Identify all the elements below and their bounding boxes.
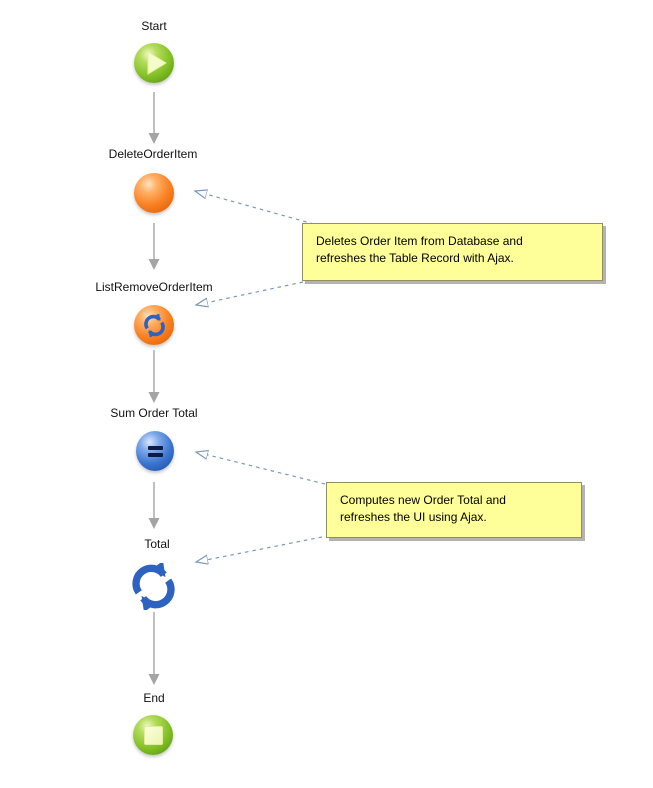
annotation-note-delete-line1: Deletes Order Item from Database and — [316, 234, 523, 248]
node-label-list-remove-order-item: ListRemoveOrderItem — [95, 280, 213, 294]
orange-sphere-icon[interactable] — [134, 173, 174, 213]
blue-refresh-icon[interactable] — [129, 563, 178, 610]
node-label-start: Start — [141, 19, 167, 33]
node-label-delete-order-item: DeleteOrderItem — [108, 147, 198, 161]
annotation-note-delete-line2: refreshes the Table Record with Ajax. — [316, 251, 514, 265]
end-stop-icon[interactable] — [133, 715, 173, 755]
refresh-icon — [143, 314, 166, 337]
blue-equals-sphere-icon[interactable] — [136, 431, 174, 471]
annotation-note-delete[interactable]: Deletes Order Item from Database and ref… — [302, 223, 603, 281]
node-label-sum-order-total: Sum Order Total — [110, 406, 198, 420]
annotation-note-total-line1: Computes new Order Total and — [340, 493, 506, 507]
node-label-total: Total — [144, 537, 170, 551]
orange-refresh-sphere-icon[interactable] — [134, 305, 174, 345]
play-triangle-icon — [147, 51, 167, 75]
start-play-icon[interactable] — [134, 43, 174, 83]
annotation-note-total[interactable]: Computes new Order Total and refreshes t… — [326, 482, 582, 538]
equals-icon — [147, 445, 163, 457]
node-label-end: End — [143, 691, 165, 705]
stop-square-icon — [143, 725, 163, 745]
annotation-note-total-line2: refreshes the UI using Ajax. — [340, 510, 487, 524]
